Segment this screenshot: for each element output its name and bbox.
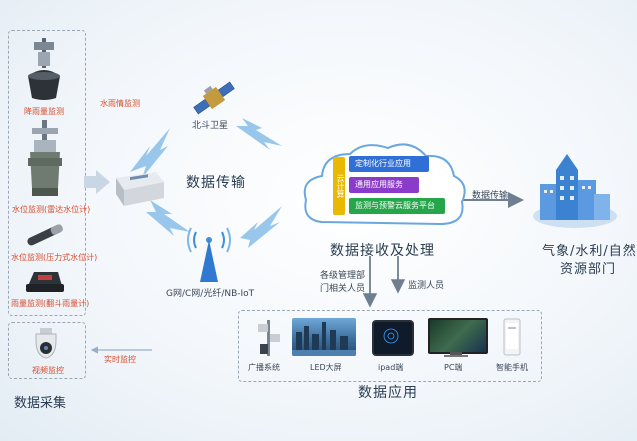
personnel-dept-line1: 各级管理部 (320, 271, 366, 281)
smartphone-icon[interactable] (502, 318, 522, 356)
transmission-title: 数据传输 (186, 175, 246, 191)
device-label-bucket: 雨量监测(翻斗雨量计) (11, 299, 90, 308)
cloud-computing-tag: 云计算 (333, 157, 345, 215)
rain-gauge-icon[interactable] (22, 36, 66, 102)
pressure-level-gauge-icon[interactable] (22, 222, 68, 248)
collection-title: 数据采集 (14, 396, 67, 411)
city-building-icon (533, 154, 617, 228)
tipping-bucket-gauge-icon[interactable] (24, 266, 66, 294)
target-line2: 资源部门 (560, 262, 617, 277)
target-line1: 气象/水利/自然 (542, 244, 637, 259)
app-label-pc: PC端 (444, 363, 463, 372)
link-label-rain-water: 水雨情监测 (100, 99, 140, 108)
broadcast-system-icon[interactable] (252, 316, 286, 356)
cell-tower-icon[interactable] (186, 222, 232, 284)
satellite-icon[interactable] (190, 78, 238, 118)
pc-monitor-icon[interactable] (428, 318, 488, 358)
arrow-label-transmission: 数据传输 (472, 191, 509, 201)
application-title: 数据应用 (358, 385, 418, 401)
link-label-realtime: 实时监控 (104, 355, 136, 364)
network-label: G网/C网/光纤/NB-IoT (166, 289, 255, 299)
led-screen-icon[interactable] (292, 318, 356, 356)
device-label-pressure: 水位监测(压力式水位计) (11, 253, 98, 262)
personnel-monitor: 监测人员 (408, 281, 445, 291)
radar-level-gauge-icon[interactable] (20, 118, 70, 200)
device-label-radar: 水位监测(雷达水位计) (12, 205, 91, 214)
service-monitor-warning[interactable]: 监测与预警云服务平台 (349, 198, 445, 214)
app-label-phone: 智能手机 (496, 363, 528, 372)
device-label-rain: 降雨量监测 (24, 107, 64, 116)
service-general-app[interactable]: 通用应用服务 (349, 177, 419, 193)
satellite-label: 北斗卫星 (192, 121, 229, 131)
app-label-broadcast: 广播系统 (248, 363, 280, 372)
service-custom-industry[interactable]: 定制化行业应用 (349, 156, 429, 172)
camera-panel (8, 322, 86, 379)
app-label-led: LED大屏 (310, 363, 342, 372)
camera-label: 视频监控 (32, 366, 64, 375)
app-label-ipad: ipad端 (378, 363, 404, 372)
collection-panel (8, 30, 86, 316)
personnel-dept-line2: 门相关人员 (320, 284, 366, 294)
rtu-terminal-icon[interactable] (112, 168, 166, 210)
ipad-icon[interactable] (372, 320, 414, 356)
dome-camera-icon[interactable] (30, 326, 62, 362)
processing-title: 数据接收及处理 (330, 243, 435, 259)
application-panel (238, 310, 542, 382)
